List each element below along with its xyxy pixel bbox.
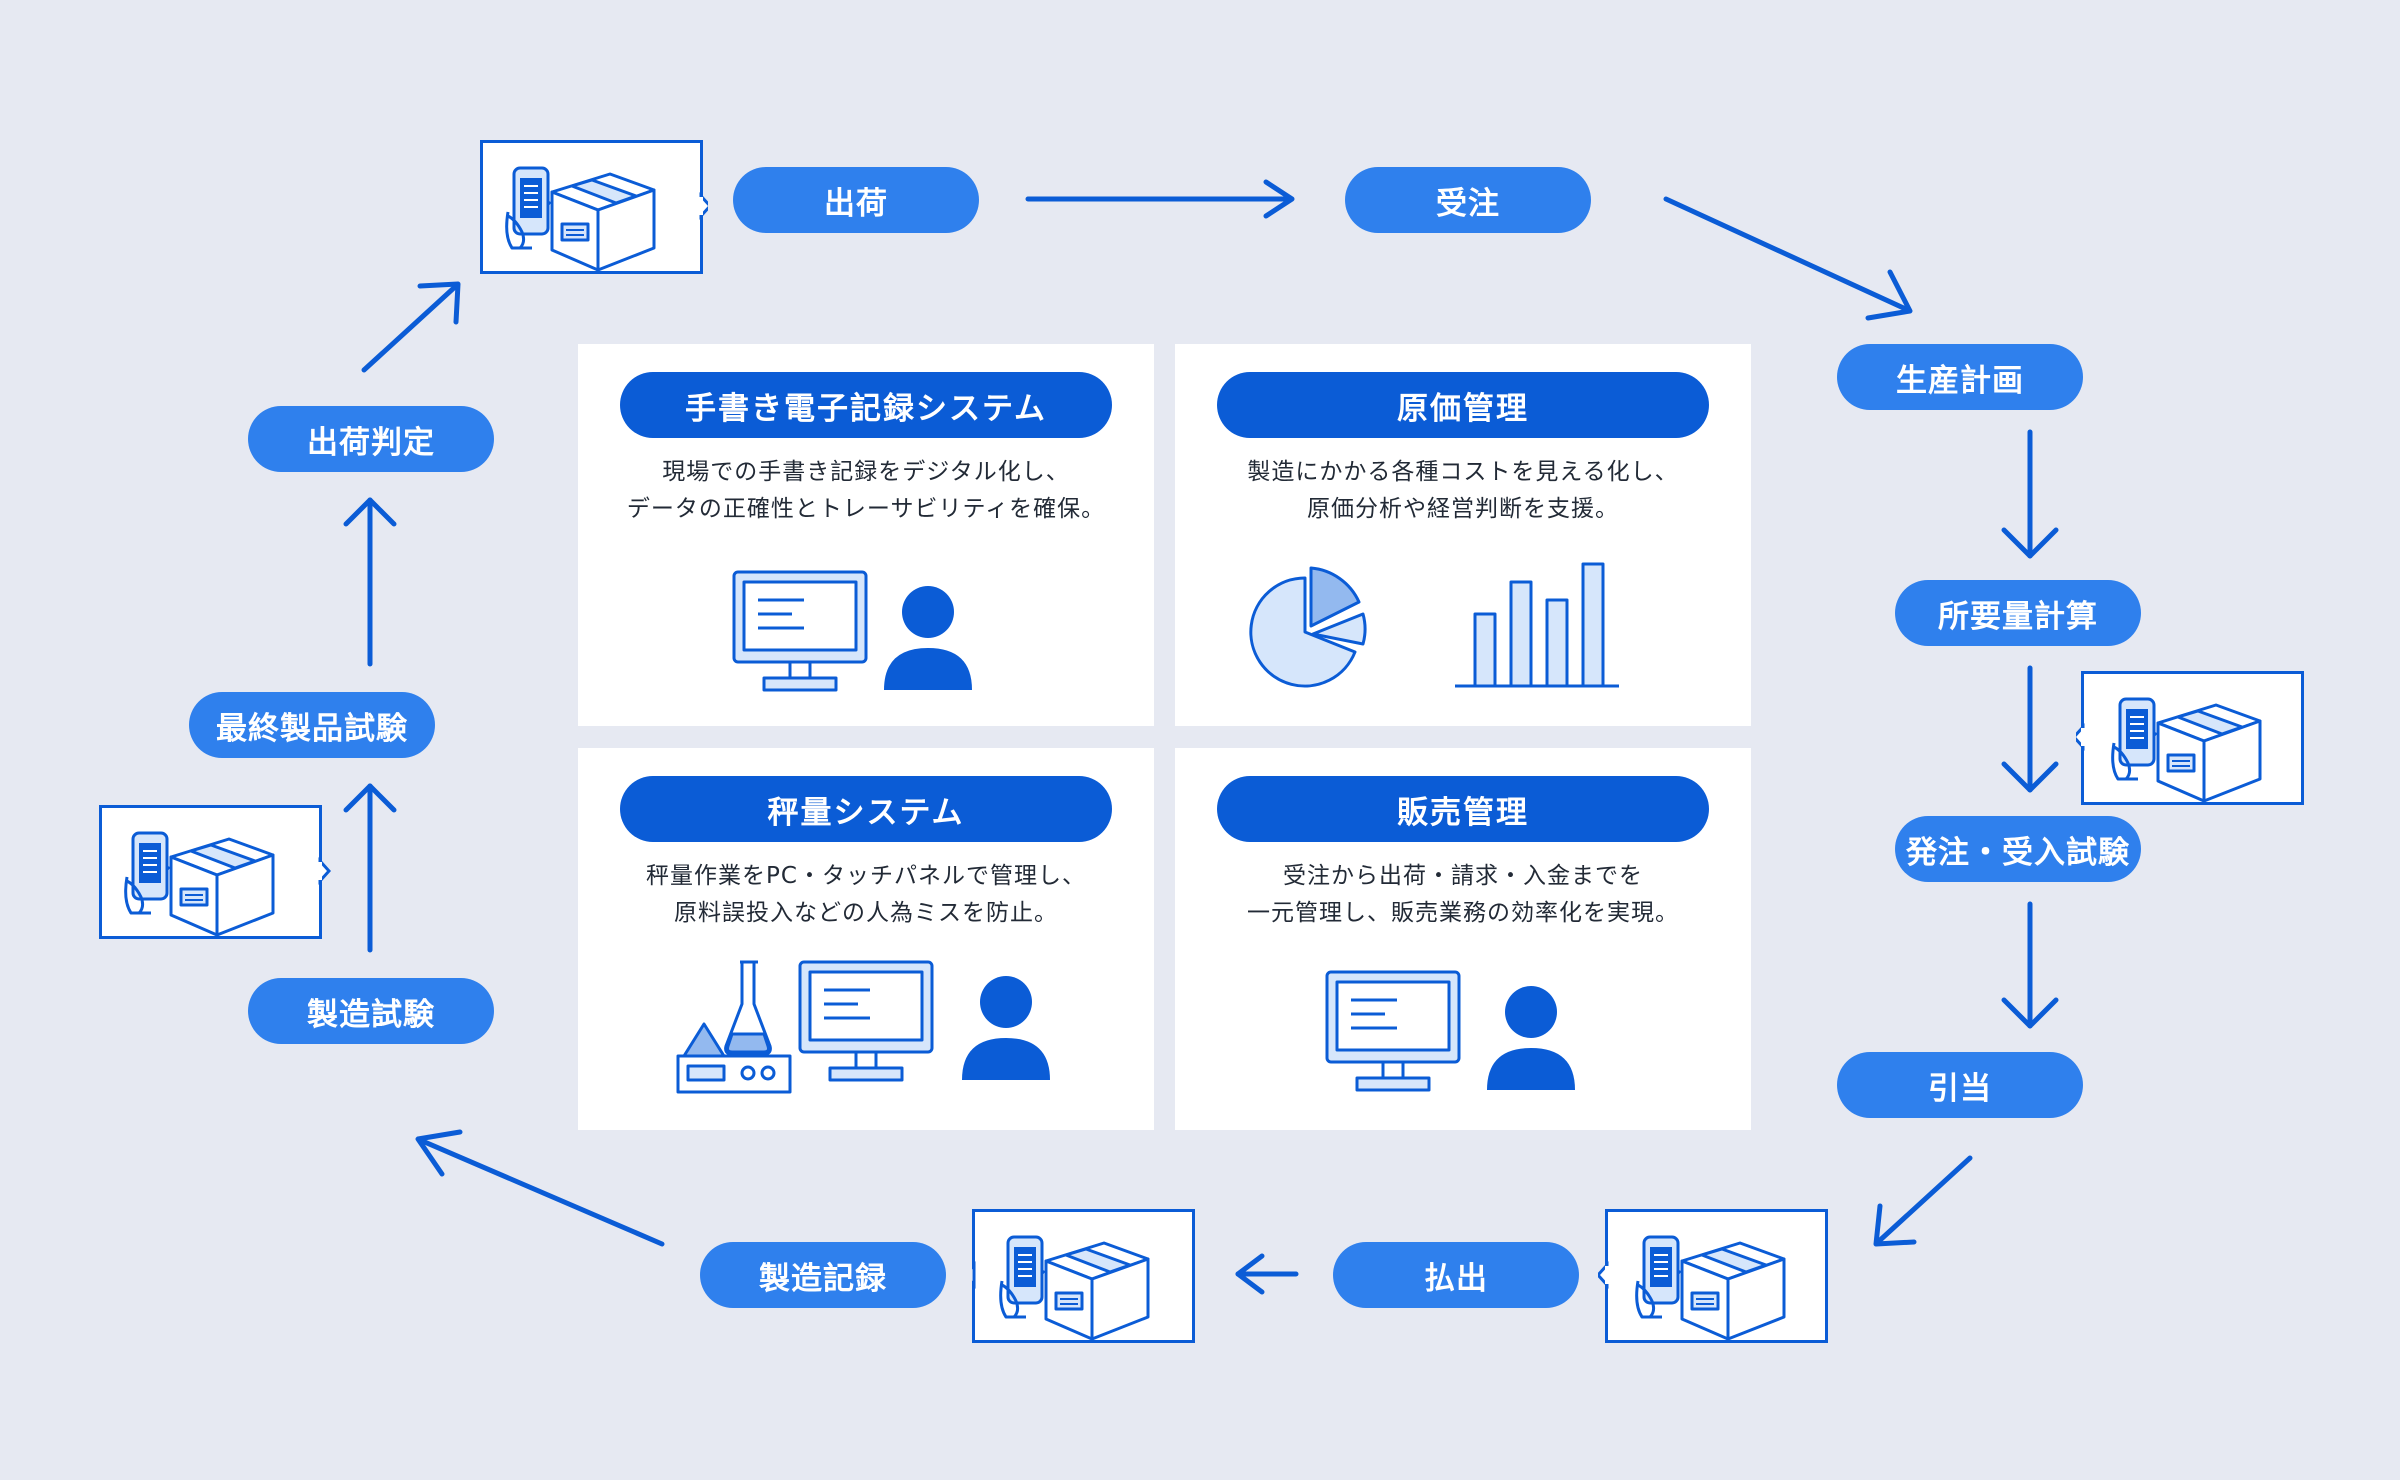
card-description-line: 現場での手書き記録をデジタル化し、 bbox=[662, 459, 1070, 485]
handheld-scanner-and-box-icon bbox=[1598, 1209, 1828, 1343]
card-title: 手書き電子記録システム bbox=[620, 372, 1112, 438]
card-title: 販売管理 bbox=[1217, 776, 1709, 842]
device-box-dispensing bbox=[1598, 1209, 1828, 1343]
card-description: 製造にかかる各種コストを見える化し、 原価分析や経営判断を支援。 bbox=[1175, 454, 1751, 528]
handheld-scanner-and-box-icon bbox=[972, 1209, 1195, 1343]
flow-step-manufacturing-record: 製造記録 bbox=[700, 1242, 946, 1308]
flow-step-shipping: 出荷 bbox=[733, 167, 979, 233]
arrow-judgment-to-shipping bbox=[361, 281, 461, 373]
device-box-manufacturing-test bbox=[99, 805, 331, 939]
handheld-scanner-and-box-icon bbox=[2076, 671, 2304, 805]
card-cost-management: 原価管理 製造にかかる各種コストを見える化し、 原価分析や経営判断を支援。 bbox=[1175, 344, 1751, 726]
arrow-purchase-to-allocation bbox=[2001, 901, 2059, 1029]
card-weighing-system: 秤量システム 秤量作業をPC・タッチパネルで管理し、 原料誤投入などの人為ミスを… bbox=[578, 748, 1154, 1130]
flow-step-final-product-test: 最終製品試験 bbox=[189, 692, 435, 758]
card-description-line: 原料誤投入などの人為ミスを防止。 bbox=[674, 900, 1058, 926]
handheld-scanner-and-box-icon bbox=[99, 805, 331, 939]
card-description-line: 秤量作業をPC・タッチパネルで管理し、 bbox=[646, 863, 1086, 889]
card-description-line: 製造にかかる各種コストを見える化し、 bbox=[1247, 459, 1679, 485]
lab-scale-monitor-user-icon bbox=[676, 960, 1050, 1094]
pie-bar-chart-icon bbox=[1249, 562, 1619, 688]
flow-step-production-plan: 生産計画 bbox=[1837, 344, 2083, 410]
arrow-dispensing-to-record bbox=[1235, 1253, 1299, 1295]
device-box-purchase bbox=[2076, 671, 2304, 805]
flow-step-shipping-judgment: 出荷判定 bbox=[248, 406, 494, 472]
card-title: 秤量システム bbox=[620, 776, 1112, 842]
arrow-plan-to-requirement bbox=[2001, 429, 2059, 559]
flow-step-manufacturing-test: 製造試験 bbox=[248, 978, 494, 1044]
arrow-shipping-to-order bbox=[1025, 179, 1295, 219]
monitor-user-icon bbox=[1325, 970, 1575, 1092]
card-title: 原価管理 bbox=[1217, 372, 1709, 438]
arrow-final-test-to-judgment bbox=[343, 497, 397, 667]
card-description: 現場での手書き記録をデジタル化し、 データの正確性とトレーサビリティを確保。 bbox=[578, 454, 1154, 528]
flow-step-dispensing: 払出 bbox=[1333, 1242, 1579, 1308]
card-description-line: 一元管理し、販売業務の効率化を実現。 bbox=[1247, 900, 1679, 926]
card-description-line: 受注から出荷・請求・入金までを bbox=[1283, 863, 1643, 889]
device-box-manufacturing-record bbox=[972, 1209, 1195, 1343]
arrow-order-to-plan bbox=[1663, 196, 1913, 321]
card-description-line: データの正確性とトレーサビリティを確保。 bbox=[626, 496, 1106, 522]
card-description-line: 原価分析や経営判断を支援。 bbox=[1307, 496, 1619, 522]
arrow-allocation-to-dispensing bbox=[1873, 1155, 1973, 1247]
flow-step-purchase-acceptance: 発注・受入試験 bbox=[1895, 816, 2141, 882]
arrow-mfg-test-to-final-test bbox=[343, 783, 397, 953]
card-description: 受注から出荷・請求・入金までを 一元管理し、販売業務の効率化を実現。 bbox=[1175, 858, 1751, 932]
flow-step-requirement-calc: 所要量計算 bbox=[1895, 580, 2141, 646]
handheld-scanner-and-box-icon bbox=[480, 140, 708, 274]
card-sales-management: 販売管理 受注から出荷・請求・入金までを 一元管理し、販売業務の効率化を実現。 bbox=[1175, 748, 1751, 1130]
card-handwriting-e-record: 手書き電子記録システム 現場での手書き記録をデジタル化し、 データの正確性とトレ… bbox=[578, 344, 1154, 726]
flow-step-order-receipt: 受注 bbox=[1345, 167, 1591, 233]
arrow-requirement-to-purchase bbox=[2001, 665, 2059, 793]
flow-step-allocation: 引当 bbox=[1837, 1052, 2083, 1118]
card-description: 秤量作業をPC・タッチパネルで管理し、 原料誤投入などの人為ミスを防止。 bbox=[578, 858, 1154, 932]
monitor-user-icon bbox=[732, 570, 972, 692]
arrow-record-to-mfg-test bbox=[415, 1129, 665, 1247]
device-box-shipping bbox=[480, 140, 708, 274]
